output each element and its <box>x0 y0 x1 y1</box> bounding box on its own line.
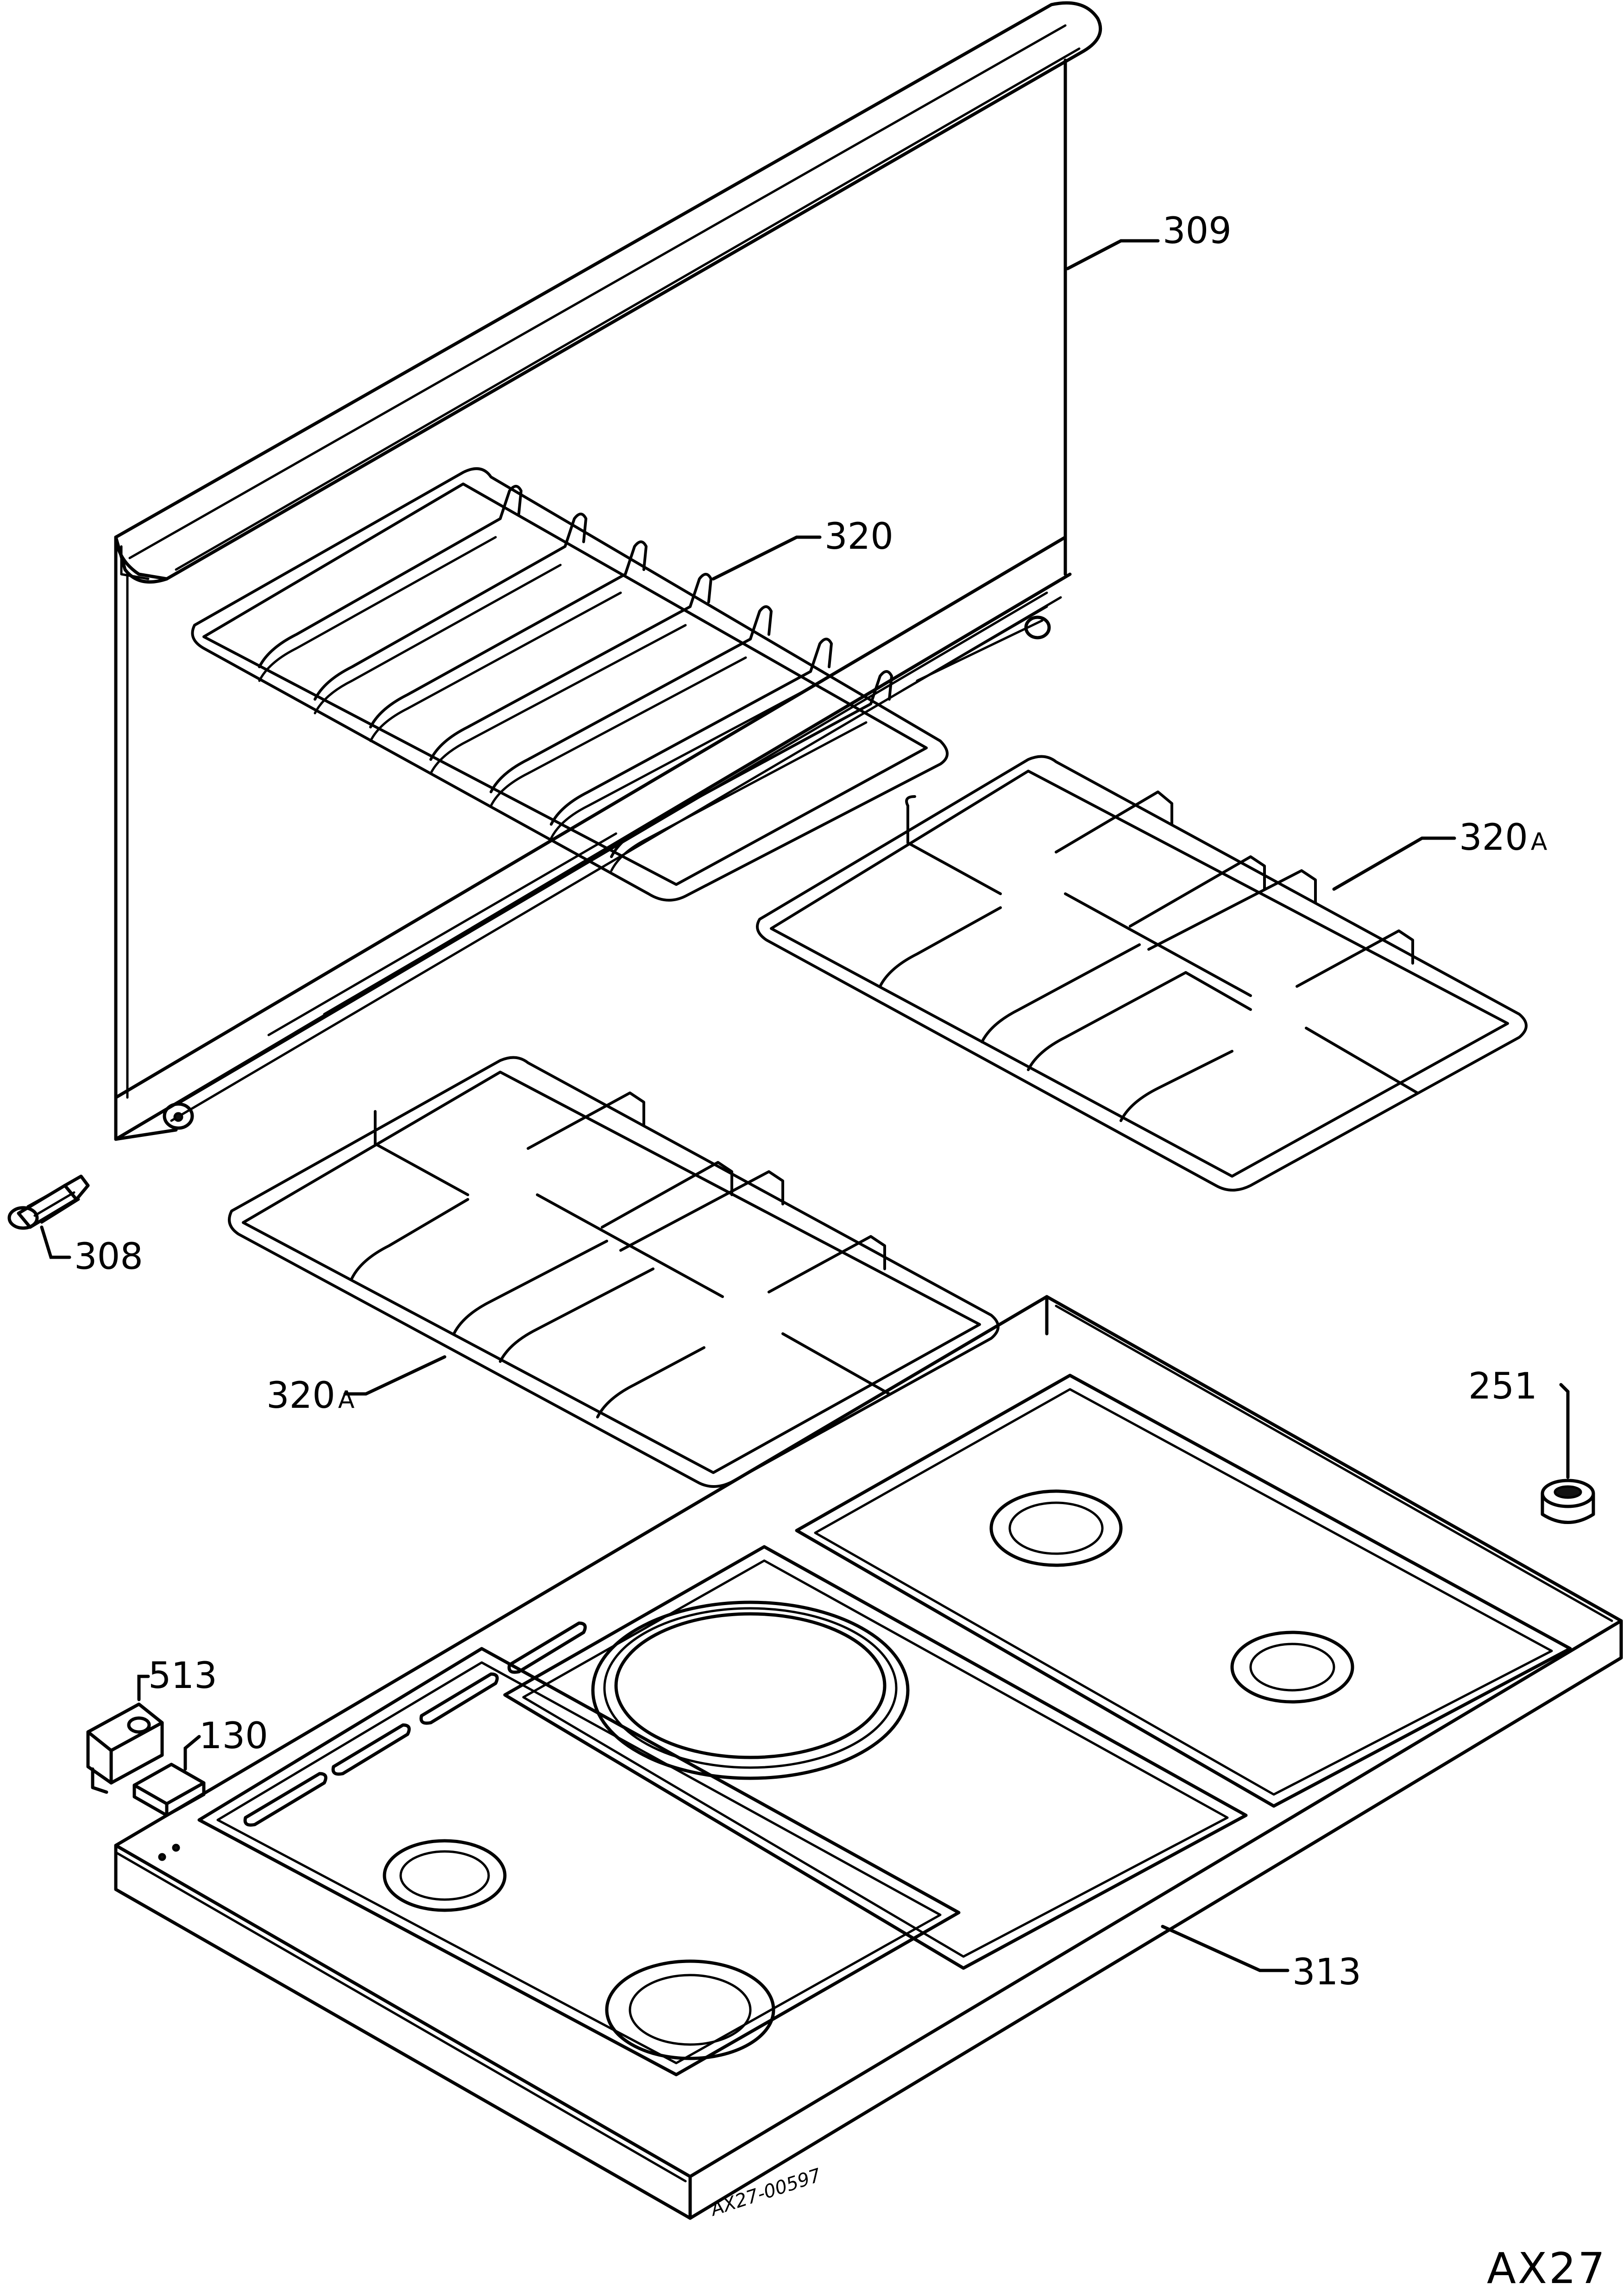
pan-support-320a-right <box>756 755 1528 1192</box>
hob-top-313 <box>114 1295 1623 2220</box>
label-320: 320 <box>824 516 893 558</box>
switch-513 <box>86 1702 164 1794</box>
label-251: 251 <box>1468 1366 1537 1407</box>
label-130: 130 <box>199 1715 268 1757</box>
label-309: 309 <box>1163 210 1232 252</box>
page-reference: AX27 <box>1487 2244 1607 2293</box>
label-513: 513 <box>148 1655 217 1697</box>
rear-panel-309 <box>114 1 1102 1141</box>
wire-grid-320 <box>191 467 949 902</box>
label-313: 313 <box>1292 1951 1361 1993</box>
pan-support-320a-left <box>228 1056 1000 1488</box>
leader-lines <box>40 239 1570 1972</box>
label-308: 308 <box>74 1236 143 1278</box>
pad-130 <box>132 1763 206 1817</box>
injector-308 <box>7 1174 90 1230</box>
grommet-251 <box>1541 1479 1595 1524</box>
